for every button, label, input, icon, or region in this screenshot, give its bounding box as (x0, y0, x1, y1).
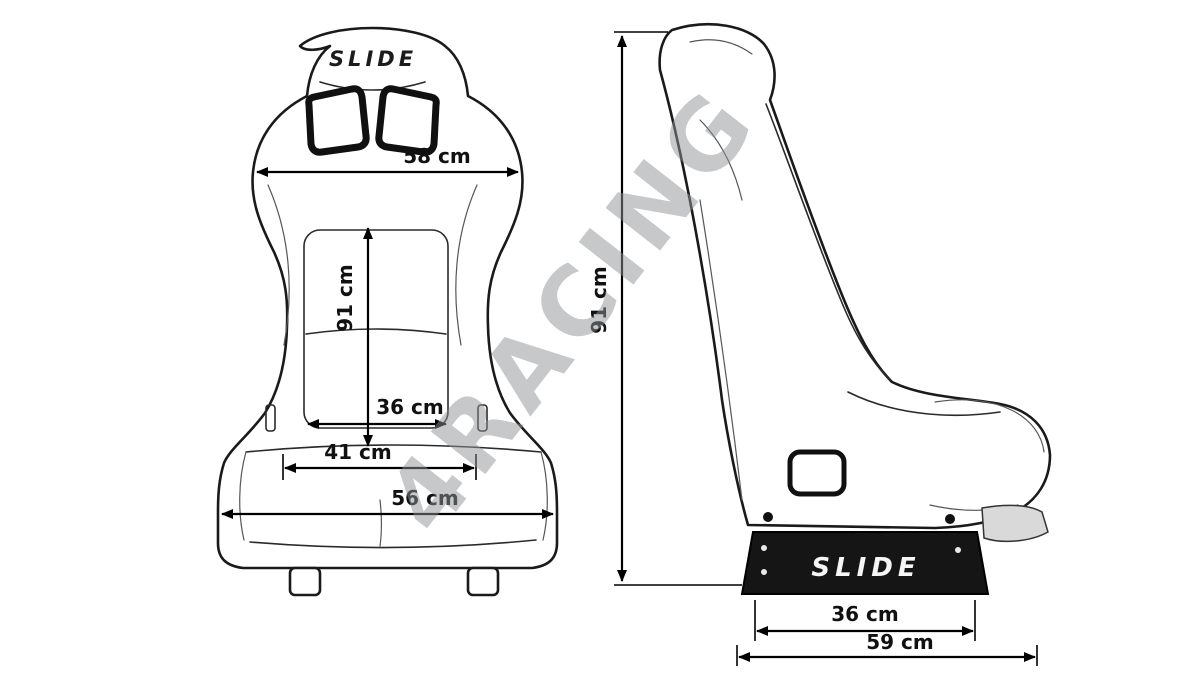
front-dim-inner-width: 36 cm (307, 395, 447, 429)
plate-brand-logo: SLIDE (811, 553, 920, 583)
cushion-top-seam (245, 444, 542, 453)
front-left-foot (288, 566, 322, 597)
side-dim-mount-width: 36 cm (754, 600, 976, 641)
base-plate (740, 531, 990, 595)
side-cushion-seam (847, 391, 1001, 417)
rear-bolt (763, 512, 773, 522)
harness-hole-left (305, 85, 370, 156)
front-brand-logo: SLIDE (329, 47, 417, 71)
plate-bolt-3 (955, 547, 961, 553)
right-bolster-seam (455, 184, 478, 346)
right-side-tab (477, 404, 488, 432)
front-view: SLIDE 58 cm 91 cm 36 cm 41 cm 56 cm (216, 26, 559, 597)
front-base-width-label: 56 cm (391, 486, 459, 510)
harness-hole-right (375, 85, 440, 156)
front-seat-width-label: 41 cm (324, 440, 392, 464)
side-view: SLIDE 91 cm 36 cm 59 cm (587, 23, 1052, 666)
plate-bolt-1 (761, 545, 767, 551)
side-harness-hole (787, 449, 847, 497)
side-back-seam (699, 199, 743, 501)
cushion-left-seam (239, 451, 247, 541)
front-dim-height: 91 cm (333, 227, 373, 447)
front-bolt (945, 514, 955, 524)
side-shoulder-seam (699, 119, 743, 201)
front-dim-shoulder-width: 58 cm (256, 144, 519, 177)
cushion-front-seam (249, 539, 537, 549)
backrest-seam (305, 328, 447, 335)
side-dim-depth: 59 cm (736, 630, 1038, 666)
headrest-seam (319, 81, 426, 91)
side-depth-label: 59 cm (866, 630, 934, 654)
side-knee-roll-seam (934, 399, 1045, 453)
left-bolster-seam (267, 184, 290, 346)
front-dim-base-width: 56 cm (221, 486, 554, 519)
side-height-label: 91 cm (587, 266, 611, 334)
front-right-foot (466, 566, 500, 597)
front-dim-seat-width: 41 cm (282, 440, 477, 480)
front-seat-outline (216, 26, 559, 570)
front-mount-bracket (981, 504, 1049, 543)
side-mount-width-label: 36 cm (831, 602, 899, 626)
cushion-right-seam (540, 451, 548, 541)
side-seat-outline (658, 23, 1052, 530)
plate-bolt-2 (761, 569, 767, 575)
left-side-tab (265, 404, 276, 432)
side-headrest-seam (689, 39, 753, 55)
side-front-edge-seam (765, 103, 891, 381)
front-height-label: 91 cm (333, 264, 357, 332)
cushion-center-seam (379, 499, 383, 547)
side-dim-height: 91 cm (587, 31, 742, 586)
front-inner-width-label: 36 cm (376, 395, 444, 419)
front-shoulder-width-label: 58 cm (403, 144, 471, 168)
